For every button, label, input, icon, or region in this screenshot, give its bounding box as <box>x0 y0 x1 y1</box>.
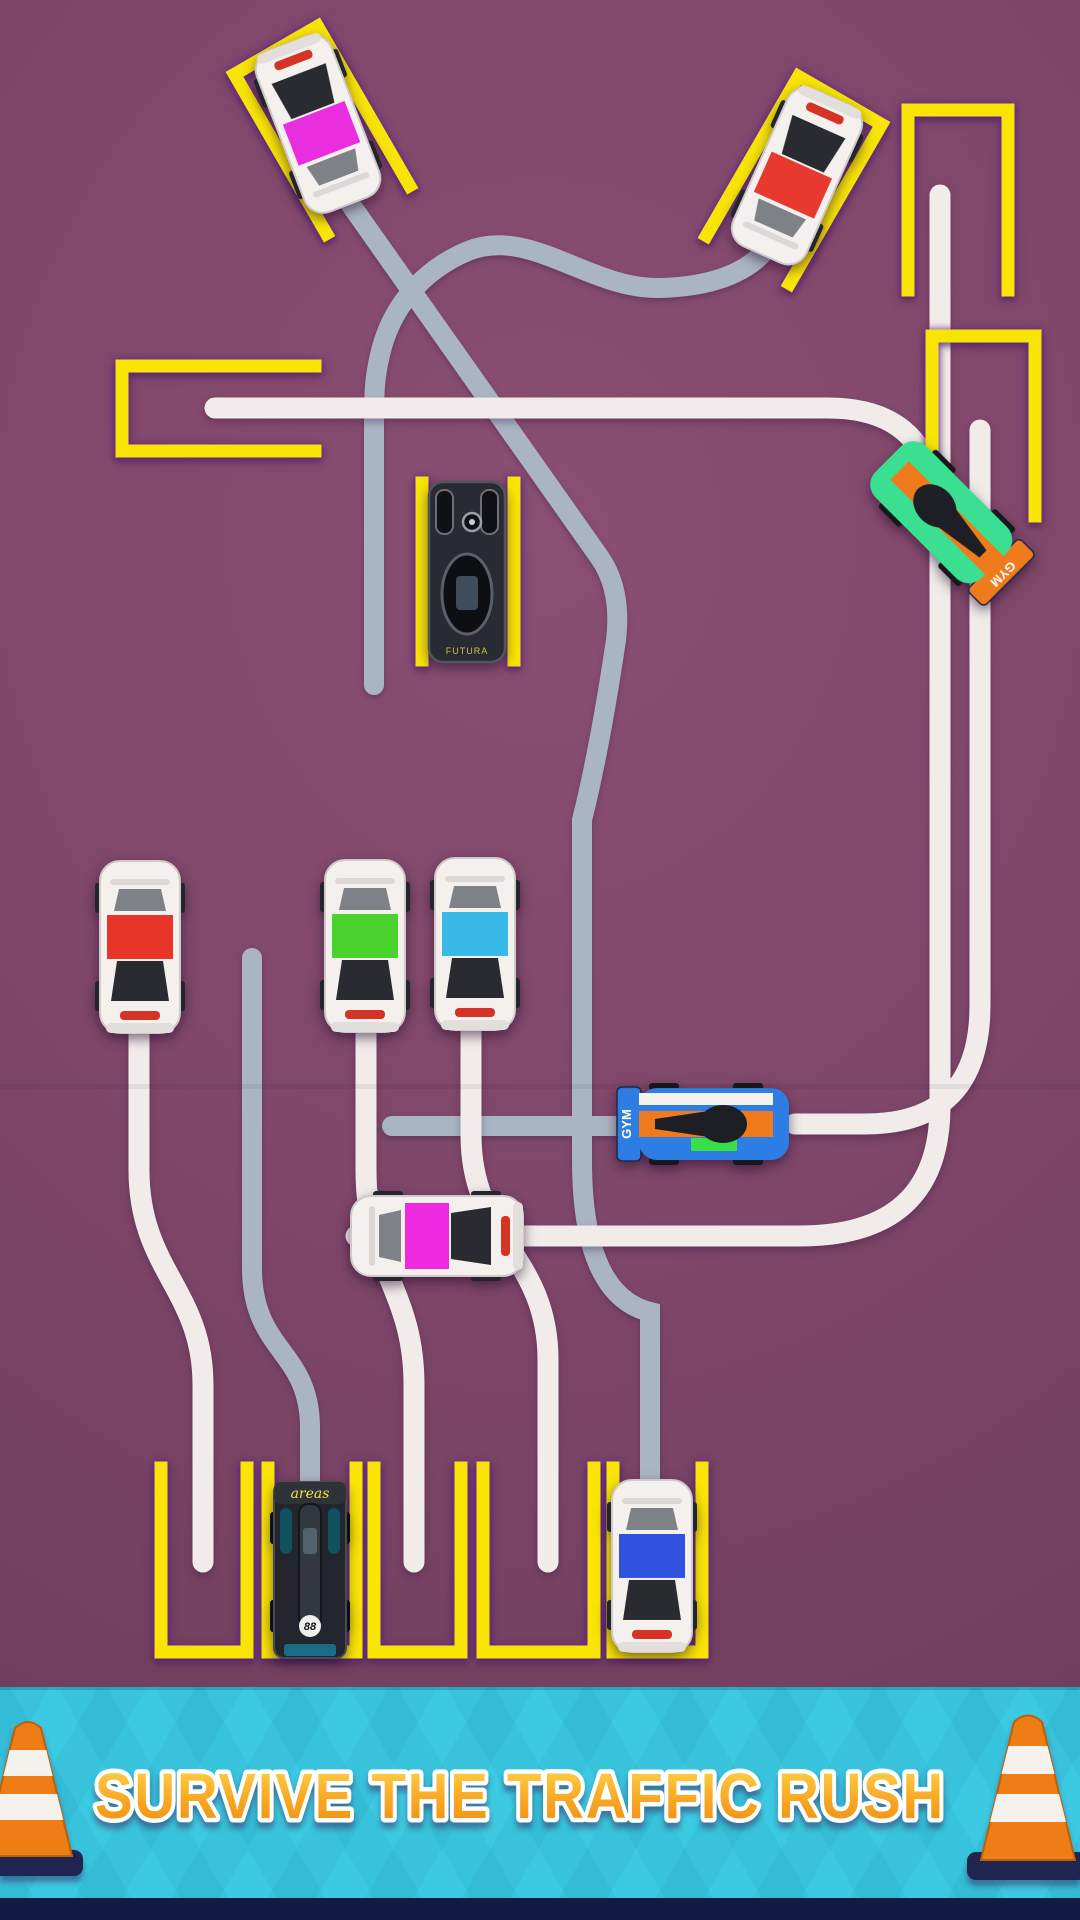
car-top-left-magenta[interactable] <box>245 28 391 221</box>
traffic-cone-left <box>0 1721 83 1876</box>
svg-text:FUTURA: FUTURA <box>446 646 489 656</box>
car-limo-areas[interactable]: areas 88 <box>270 1481 350 1659</box>
car-green-sedan[interactable] <box>320 859 410 1033</box>
bracket-left-cslot <box>115 359 322 458</box>
path-outer-loop <box>345 184 951 1247</box>
banner-title: SURVIVE THE TRAFFIC RUSH <box>95 1760 945 1832</box>
road-paths-white <box>128 184 991 1573</box>
game-field: FUTURA GYM GYM areas 88 <box>95 17 1042 1659</box>
car-black-futura[interactable]: FUTURA <box>427 480 507 664</box>
path-inner-loop <box>784 419 991 1135</box>
car-red-sedan[interactable] <box>95 860 185 1034</box>
field-seam <box>0 1084 1080 1089</box>
bottom-banner: SURVIVE THE TRAFFIC RUSH <box>0 1687 1080 1920</box>
path-limo-approach <box>242 948 320 1496</box>
road-paths-gray <box>242 188 774 1500</box>
svg-text:GYM: GYM <box>619 1109 634 1139</box>
car-cyan-sedan[interactable] <box>430 857 520 1031</box>
car-blue-sedan[interactable] <box>607 1479 697 1653</box>
car-blue-gym-racer[interactable]: GYM <box>616 1083 789 1165</box>
bracket-bottom-1 <box>154 1461 254 1659</box>
svg-text:88: 88 <box>304 1621 317 1633</box>
car-top-right-red[interactable] <box>721 79 873 273</box>
bracket-bottom-4 <box>476 1461 601 1659</box>
path-red-car-lane <box>128 1019 214 1573</box>
bracket-corner-right-1 <box>901 103 1015 297</box>
svg-text:areas: areas <box>291 1486 330 1502</box>
cars-layer: FUTURA GYM GYM areas 88 <box>95 28 1039 1659</box>
traffic-cone-right <box>967 1714 1080 1880</box>
car-white-magenta[interactable] <box>350 1191 524 1281</box>
bracket-bottom-3 <box>367 1461 468 1659</box>
bracket-corner-right-2 <box>925 329 1042 523</box>
path-top-left-diagonal <box>336 188 660 1500</box>
car-green-gym-racer[interactable]: GYM <box>859 430 1039 610</box>
banner-bottom-bar <box>0 1898 1080 1920</box>
path-top-right-scurve <box>364 235 774 695</box>
